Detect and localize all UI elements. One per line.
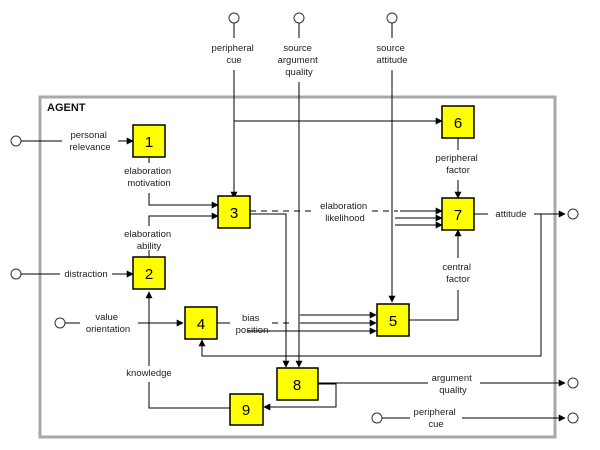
svg-text:2: 2: [145, 266, 153, 283]
svg-text:7: 7: [454, 207, 462, 224]
label-knowledge: knowledge: [126, 368, 171, 379]
output-terminal-peripheral-cue: [567, 412, 579, 424]
label-peripheral-factor: peripheral factor: [436, 153, 481, 176]
input-label-value-orientation: value orientation: [86, 312, 130, 335]
input-terminal-bottom-peripheral-cue: [371, 412, 383, 424]
svg-text:3: 3: [230, 205, 238, 222]
label-elaboration-motivation: elaboration motivation: [124, 166, 174, 189]
box-4: 4: [184, 306, 218, 340]
svg-text:9: 9: [242, 402, 250, 419]
box-1: 1: [132, 124, 166, 158]
box-8: 8: [276, 367, 319, 401]
input-terminal-personal-relevance: [10, 135, 22, 147]
input-terminal-source-argument-quality: [293, 12, 305, 24]
input-label-source-argument-quality: source argument quality: [278, 43, 321, 78]
input-label-peripheral-cue: peripheral cue: [212, 43, 257, 66]
output-label-peripheral-cue: peripheral cue: [414, 407, 459, 430]
box-3: 3: [217, 195, 251, 229]
svg-text:6: 6: [454, 115, 462, 132]
svg-text:5: 5: [389, 313, 397, 330]
box-7: 7: [441, 197, 475, 231]
box-5: 5: [376, 303, 410, 337]
input-terminal-distraction: [10, 268, 22, 280]
input-terminal-value-orientation: [54, 317, 66, 329]
input-label-source-attitude: source attitude: [376, 43, 407, 66]
agent-title: AGENT: [47, 102, 86, 114]
agent-frame: [38, 95, 557, 439]
label-elaboration-ability: elaboration ability: [124, 229, 174, 252]
input-label-distraction: distraction: [64, 269, 107, 280]
svg-text:1: 1: [145, 134, 153, 151]
label-elaboration-likelihood: elaboration likelihood: [320, 201, 370, 224]
svg-text:4: 4: [197, 316, 205, 333]
input-terminal-source-attitude: [386, 12, 398, 24]
svg-text:8: 8: [293, 377, 301, 394]
label-central-factor: central factor: [442, 262, 473, 285]
output-label-attitude: attitude: [495, 209, 526, 220]
input-label-personal-relevance: personal relevance: [69, 130, 110, 153]
output-terminal-argument-quality: [567, 377, 579, 389]
box-6: 6: [441, 105, 475, 139]
input-terminal-peripheral-cue: [228, 12, 240, 24]
output-label-argument-quality: argument quality: [432, 373, 475, 396]
box-9: 9: [229, 393, 264, 426]
output-terminal-attitude: [567, 208, 579, 220]
box-2: 2: [132, 256, 166, 290]
label-bias-position: bias position: [236, 313, 269, 336]
